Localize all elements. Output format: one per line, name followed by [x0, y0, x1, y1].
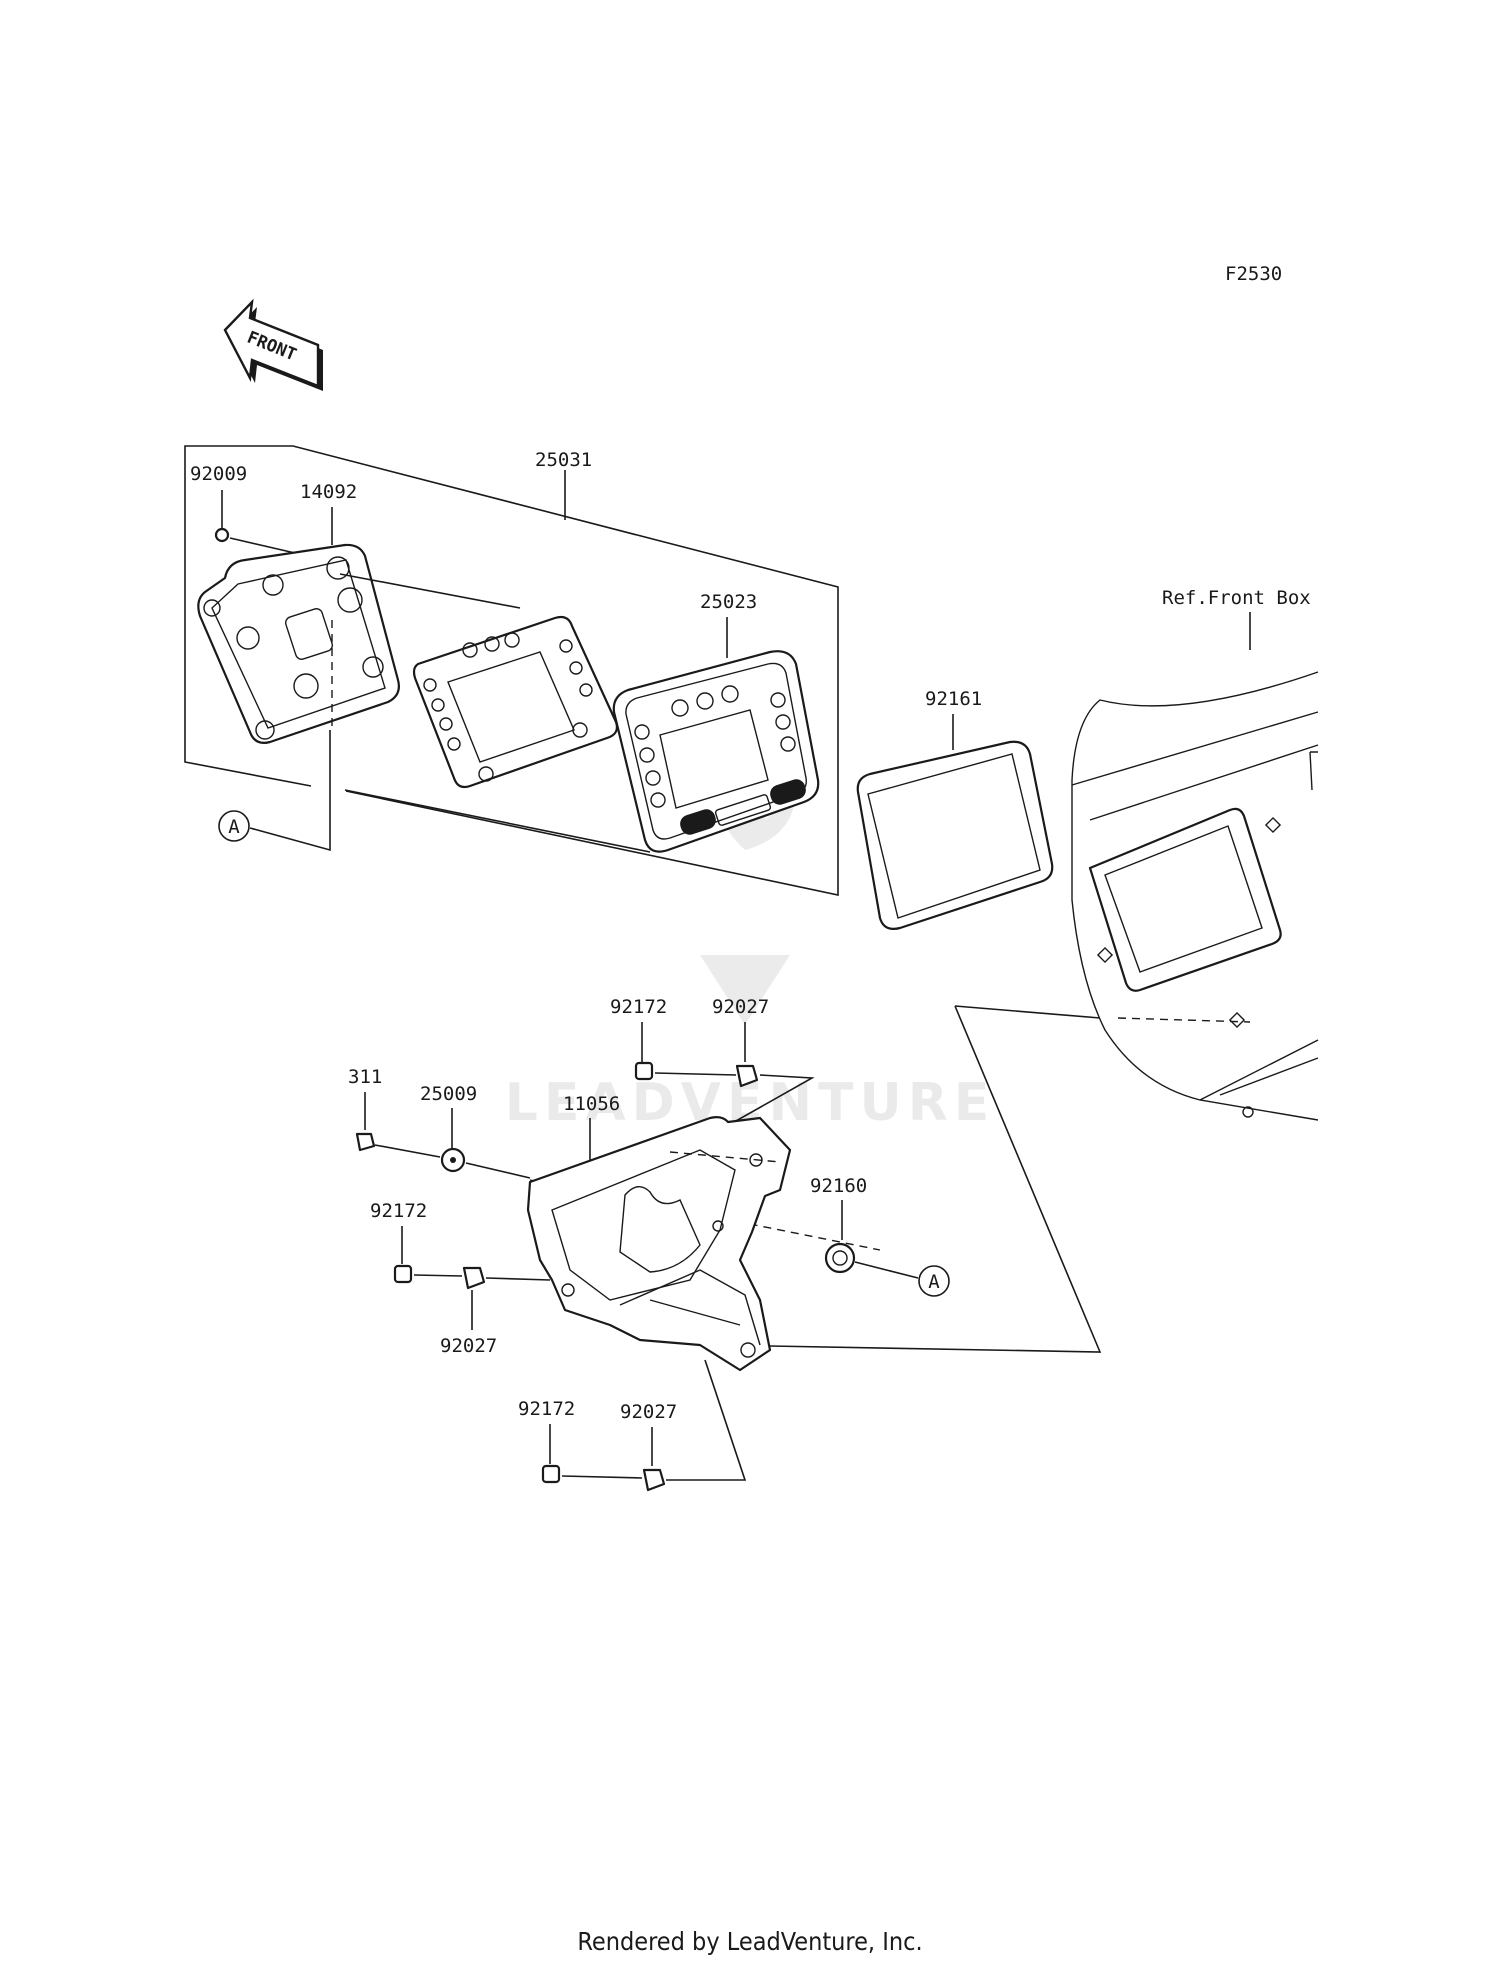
diagram-code: F2530: [1225, 263, 1282, 285]
label-92027-top: 92027: [712, 996, 769, 1018]
fastener-set-top: 92172 92027: [610, 996, 815, 1131]
label-11056: 11056: [563, 1093, 620, 1115]
part-meter-inner-unit: [344, 615, 651, 853]
label-14092: 14092: [300, 481, 357, 503]
part-14092-back-cover: 14092: [197, 481, 521, 744]
callout-a-upper: A: [218, 730, 331, 852]
label-311: 311: [348, 1066, 382, 1088]
part-92160-grommet: 92160 A: [810, 1175, 950, 1297]
label-25031: 25031: [535, 449, 592, 471]
label-92172-mid: 92172: [370, 1200, 427, 1222]
callout-a-upper-letter: A: [228, 816, 240, 838]
label-25009: 25009: [420, 1083, 477, 1105]
label-92172-bottom: 92172: [518, 1398, 575, 1420]
label-25023: 25023: [700, 591, 757, 613]
front-arrow-icon: FRONT: [223, 298, 323, 391]
front-box-reference: Ref.Front Box: [769, 587, 1319, 1353]
assembly-frame-25031: 25031: [184, 445, 839, 896]
part-92009: 92009: [190, 463, 296, 554]
label-92027-mid: 92027: [440, 1335, 497, 1357]
callout-a-lower-letter: A: [928, 1271, 940, 1293]
part-92161-gasket: 92161: [856, 688, 1054, 930]
reference-label: Ref.Front Box: [1162, 587, 1311, 609]
fastener-set-middle: 92172 92027: [370, 1200, 551, 1357]
fastener-set-bottom: 92172 92027: [518, 1359, 747, 1492]
label-92172-top: 92172: [610, 996, 667, 1018]
part-25023-meter: 25023: [612, 591, 820, 853]
part-11056-bracket: 11056: [526, 1093, 792, 1372]
footer-credit: Rendered by LeadVenture, Inc.: [577, 1927, 922, 1956]
label-92161: 92161: [925, 688, 982, 710]
label-92160: 92160: [810, 1175, 867, 1197]
label-92009: 92009: [190, 463, 247, 485]
label-92027-bottom: 92027: [620, 1401, 677, 1423]
